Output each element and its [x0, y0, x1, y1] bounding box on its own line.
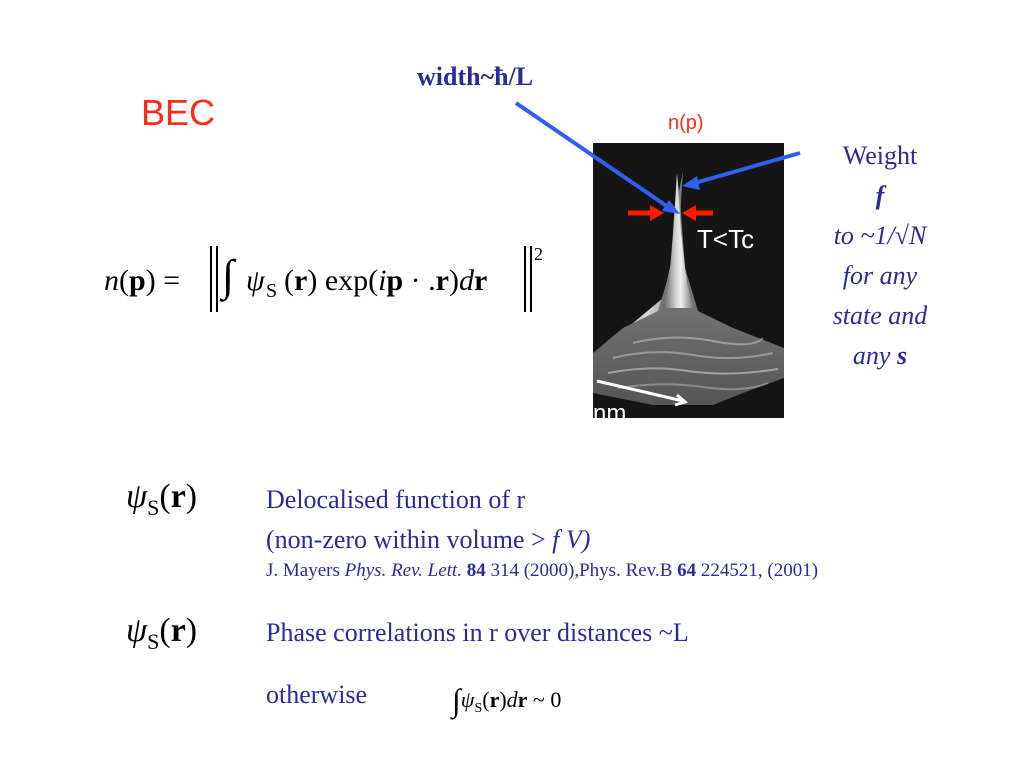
delocalised-line-2-prefix: (non-zero within volume — [266, 525, 531, 554]
small-eq-body: (r)dr ~ 0 — [482, 687, 562, 712]
width-label: width~ħ/L — [417, 62, 534, 91]
main-equation: n(p) = ∫ ψ S (r) exp(ip · .r)dr 2 — [104, 240, 564, 320]
psi-subscript: S — [147, 495, 160, 520]
delocalised-line-2: (non-zero within volume > f V) — [266, 520, 590, 560]
weight-line-4: for any — [842, 261, 918, 290]
weight-line-2: f — [875, 181, 885, 210]
np-label: n(p) — [668, 112, 704, 134]
psi-arg: (r) — [159, 478, 198, 515]
ref-volume-1: 84 — [466, 560, 486, 581]
delocalised-line-2-suffix: f V) — [545, 525, 591, 554]
psi-label-delocalised: ψS(r) — [126, 478, 198, 520]
abs-bar-right-1 — [524, 246, 526, 312]
ref-rest-2: 224521, (2001) — [696, 560, 819, 581]
eq-psi-sub: S — [266, 280, 278, 302]
abs-bar-right-2 — [530, 246, 532, 312]
small-psi-sub: S — [474, 701, 483, 716]
weight-line-6: any s — [805, 336, 955, 376]
delocalised-description: Delocalised function of r (non-zero with… — [266, 480, 590, 560]
ref-rest-1: 314 (2000),Phys. Rev.B — [485, 560, 678, 581]
delocalised-line-2-gt: > — [531, 525, 546, 554]
weight-line-6-prefix: any — [852, 341, 891, 370]
psi-symbol: ψ — [126, 612, 148, 649]
small-integral-sign: ∫ — [452, 682, 461, 718]
psi-arg: (r) — [159, 612, 198, 649]
eq-lhs: n(p) = — [104, 264, 181, 297]
weight-line-6-var: s — [896, 341, 908, 370]
right-red-arrow-head — [682, 205, 696, 221]
integral-sign: ∫ — [222, 251, 235, 300]
ref-journal: Phys. Rev. Lett. — [344, 560, 462, 581]
small-psi: ψ — [460, 687, 475, 712]
weight-arrow-line — [694, 151, 801, 185]
width-arrow-head — [662, 200, 680, 214]
eq-psi: ψ — [246, 264, 265, 297]
eq-power: 2 — [534, 244, 543, 264]
weight-annotation: Weight f to ~1/√N for any state and any … — [805, 136, 955, 376]
psi-label-phase: ψS(r) — [126, 612, 198, 654]
eq-body: (r) exp(ip · .r)dr — [284, 264, 488, 297]
psi-symbol: ψ — [126, 478, 148, 515]
weight-line-5: state and — [832, 301, 928, 330]
small-equation: ∫ψS(r)dr ~ 0 — [452, 678, 562, 718]
psi-subscript: S — [147, 629, 160, 654]
abs-bar-left-2 — [216, 246, 218, 312]
ref-author: J. Mayers — [266, 560, 345, 581]
reference-citation: J. Mayers Phys. Rev. Lett. 84 314 (2000)… — [266, 560, 818, 582]
weight-line-3: to ~1/√N — [833, 221, 927, 250]
phase-correlation-text: Phase correlations in r over distances ~… — [266, 618, 689, 647]
abs-bar-left-1 — [210, 246, 212, 312]
weight-arrow-head — [682, 176, 700, 190]
ref-volume-2: 64 — [677, 560, 697, 581]
weight-line-1: Weight — [842, 141, 918, 170]
slide-title: BEC — [141, 92, 216, 133]
temperature-label: T<Tc — [697, 224, 754, 254]
width-arrow-line — [514, 101, 673, 211]
condensate-peak-image: T<Tc nm — [593, 143, 784, 427]
left-red-arrow-head — [650, 205, 664, 221]
delocalised-line-1: Delocalised function of r — [266, 485, 526, 514]
otherwise-text: otherwise — [266, 680, 368, 709]
